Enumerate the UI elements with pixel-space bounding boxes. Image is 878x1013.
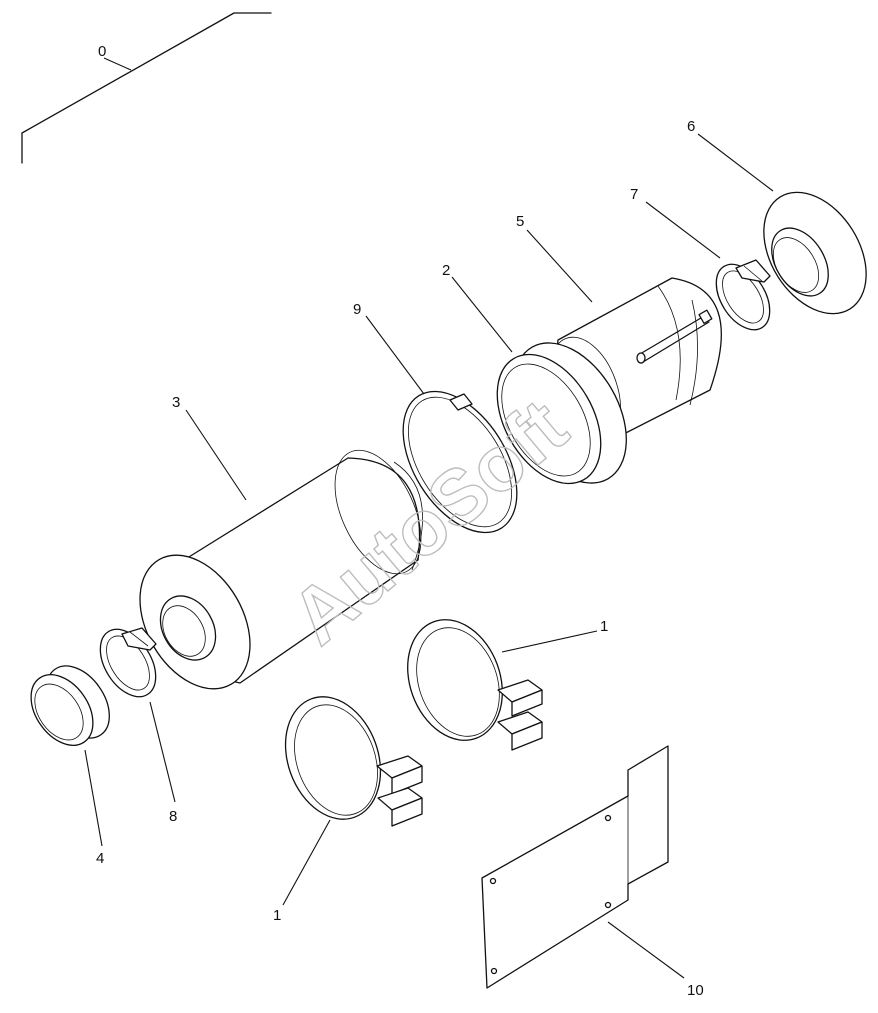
- part-2-flange-ring: [496, 342, 627, 485]
- callout-4: 4: [96, 850, 104, 867]
- callout-9: 9: [353, 301, 361, 318]
- part-10-mounting-plate: [481, 745, 669, 989]
- part-4-end-cap: [30, 665, 110, 746]
- callout-10: 10: [687, 982, 704, 999]
- part-1-mounting-strap-lower: [284, 696, 423, 827]
- callout-1-lower: 1: [273, 907, 281, 924]
- part-6-end-cap: [763, 191, 867, 315]
- part-3-filter-housing: [139, 449, 423, 690]
- callout-7: 7: [630, 186, 638, 203]
- part-1-mounting-strap-upper: [407, 619, 543, 751]
- callout-6: 6: [687, 118, 695, 135]
- callout-3: 3: [172, 394, 180, 411]
- leader-lines: [84, 133, 774, 979]
- assembly-bracket: [21, 12, 272, 164]
- callout-labels: 0 6 7 5 2 9 3 1 8 4 1 10: [96, 43, 704, 999]
- callout-2: 2: [442, 262, 450, 279]
- callout-1-upper: 1: [600, 618, 608, 635]
- part-8-hose-clamp: [99, 627, 157, 698]
- part-9-band-clamp: [402, 390, 518, 534]
- callout-8: 8: [169, 808, 177, 825]
- callout-5: 5: [516, 213, 524, 230]
- callout-0: 0: [98, 43, 106, 60]
- part-7-hose-clamp: [715, 259, 771, 331]
